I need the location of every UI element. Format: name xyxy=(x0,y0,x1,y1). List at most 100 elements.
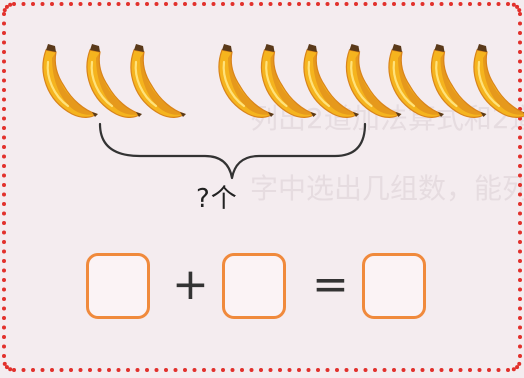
frame-dot xyxy=(2,221,6,225)
frame-dot xyxy=(2,307,6,311)
banana-row xyxy=(43,44,524,117)
frame-dot xyxy=(518,164,522,168)
frame-dot xyxy=(335,2,339,6)
frame-dot xyxy=(69,2,73,6)
frame-dot xyxy=(392,368,396,372)
frame-dot xyxy=(373,2,377,6)
frame-dot xyxy=(2,174,6,178)
frame-dot xyxy=(259,2,263,6)
frame-dot xyxy=(145,368,149,372)
frame-dot xyxy=(468,2,472,6)
frame-dot xyxy=(278,2,282,6)
frame-dot xyxy=(2,240,6,244)
frame-dot xyxy=(307,368,311,372)
frame-dot xyxy=(411,2,415,6)
frame-dot xyxy=(259,368,263,372)
frame-dot xyxy=(2,126,6,130)
frame-dot xyxy=(183,2,187,6)
frame-dot xyxy=(468,368,472,372)
frame-dot xyxy=(240,368,244,372)
frame-dot xyxy=(518,88,522,92)
frame-dot xyxy=(478,368,482,372)
frame-dot xyxy=(288,2,292,6)
frame-dot xyxy=(2,69,6,73)
frame-dot xyxy=(440,368,444,372)
frame-dot xyxy=(69,368,73,372)
bleed-line-2: 字中选出几组数，能列出4道 xyxy=(250,172,524,205)
frame-dot xyxy=(12,2,16,6)
frame-dot xyxy=(518,145,522,149)
frame-dot xyxy=(345,2,349,6)
frame-dot xyxy=(221,2,225,6)
answer-box-3[interactable] xyxy=(362,253,426,319)
frame-dot xyxy=(506,2,510,6)
frame-dot xyxy=(2,41,6,45)
frame-dot xyxy=(383,368,387,372)
frame-dot xyxy=(326,2,330,6)
frame-dot xyxy=(107,2,111,6)
frame-dot xyxy=(174,2,178,6)
frame-dot xyxy=(487,368,491,372)
frame-dot xyxy=(518,126,522,130)
frame-dot xyxy=(411,368,415,372)
frame-dot xyxy=(88,368,92,372)
frame-dot xyxy=(518,69,522,73)
frame-dot xyxy=(449,2,453,6)
frame-dot xyxy=(518,136,522,140)
frame-dot xyxy=(402,368,406,372)
frame-dot xyxy=(212,368,216,372)
frame-dot xyxy=(518,174,522,178)
frame-dot xyxy=(518,22,522,26)
frame-dot xyxy=(2,79,6,83)
frame-dot xyxy=(2,316,6,320)
frame-dot xyxy=(145,2,149,6)
frame-dot xyxy=(518,278,522,282)
frame-dot xyxy=(316,2,320,6)
frame-dot xyxy=(31,2,35,6)
frame-dot xyxy=(164,368,168,372)
frame-dot xyxy=(487,2,491,6)
frame-dot xyxy=(2,193,6,197)
frame-dot xyxy=(2,164,6,168)
frame-dot xyxy=(2,60,6,64)
frame-dot xyxy=(518,240,522,244)
frame-dot xyxy=(354,2,358,6)
frame-dot xyxy=(518,288,522,292)
frame-dot xyxy=(2,22,6,26)
frame-dot xyxy=(41,368,45,372)
frame-dot xyxy=(518,183,522,187)
frame-dot xyxy=(2,107,6,111)
frame-dot xyxy=(2,50,6,54)
frame-dot xyxy=(364,2,368,6)
frame-dot xyxy=(518,50,522,54)
frame-dot xyxy=(518,221,522,225)
frame-dot xyxy=(430,368,434,372)
frame-dot xyxy=(449,368,453,372)
frame-dot xyxy=(2,98,6,102)
frame-dot xyxy=(2,88,6,92)
frame-dot xyxy=(518,335,522,339)
frame-dot xyxy=(2,117,6,121)
answer-box-2[interactable] xyxy=(222,253,286,319)
frame-dot xyxy=(202,2,206,6)
frame-dot xyxy=(50,2,54,6)
frame-dot xyxy=(126,2,130,6)
frame-dot xyxy=(126,368,130,372)
frame-dot xyxy=(2,250,6,254)
frame-dot xyxy=(2,335,6,339)
frame-dot xyxy=(231,2,235,6)
frame-dot xyxy=(250,368,254,372)
frame-dot xyxy=(250,2,254,6)
frame-dot xyxy=(2,202,6,206)
frame-dot xyxy=(518,345,522,349)
frame-dot xyxy=(421,368,425,372)
frame-dot xyxy=(107,368,111,372)
frame-dot xyxy=(459,368,463,372)
answer-box-1[interactable] xyxy=(86,253,150,319)
frame-dot xyxy=(50,368,54,372)
frame-dot xyxy=(117,2,121,6)
frame-dot xyxy=(98,2,102,6)
frame-dot xyxy=(402,2,406,6)
frame-dot xyxy=(155,368,159,372)
